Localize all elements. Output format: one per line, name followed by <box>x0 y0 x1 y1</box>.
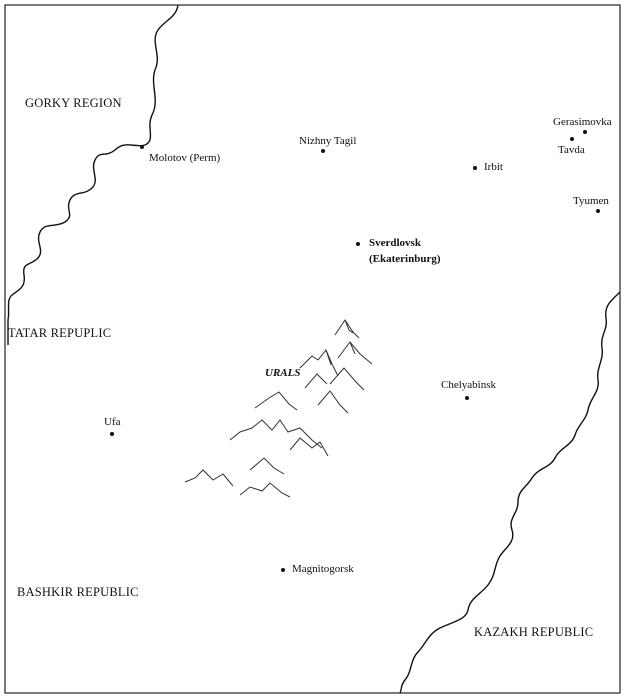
city-dot-ufa <box>110 432 114 436</box>
region-label-kazakh: KAZAKH REPUBLIC <box>474 625 594 639</box>
city-label-sverdlovsk: Sverdlovsk <box>369 237 421 249</box>
city-dot-tyumen <box>596 209 600 213</box>
region-label-bashkir: BASHKIR REPUBLIC <box>17 585 139 599</box>
city-label-nizhny-tagil: Nizhny Tagil <box>299 135 357 147</box>
city-dot-magnitogorsk <box>281 568 285 572</box>
urals-label: URALS <box>265 367 301 379</box>
city-dot-tavda <box>570 137 574 141</box>
city-dot-irbit <box>473 166 477 170</box>
city-dot-gerasimovka <box>583 130 587 134</box>
map-frame <box>4 4 621 694</box>
city-label-ekaterinburg: (Ekaterinburg) <box>369 253 441 265</box>
city-label-tavda: Tavda <box>558 144 585 156</box>
city-dot-chelyabinsk <box>465 396 469 400</box>
region-label-gorky: GORKY REGION <box>25 96 122 110</box>
eastern-border <box>399 291 621 694</box>
city-label-chelyabinsk: Chelyabinsk <box>441 379 496 391</box>
ural-mountains <box>184 319 373 498</box>
western-border <box>7 4 179 345</box>
city-label-ufa: Ufa <box>104 416 121 428</box>
city-label-tyumen: Tyumen <box>573 195 609 207</box>
city-dot-sverdlovsk <box>356 242 360 246</box>
city-label-irbit: Irbit <box>484 161 503 173</box>
city-label-molotov: Molotov (Perm) <box>149 152 221 164</box>
city-label-magnitogorsk: Magnitogorsk <box>292 563 354 575</box>
city-dot-molotov <box>140 145 144 149</box>
city-dot-nizhny-tagil <box>321 149 325 153</box>
city-label-gerasimovka: Gerasimovka <box>553 116 612 128</box>
region-label-tatar: TATAR REPUPLIC <box>8 326 112 340</box>
